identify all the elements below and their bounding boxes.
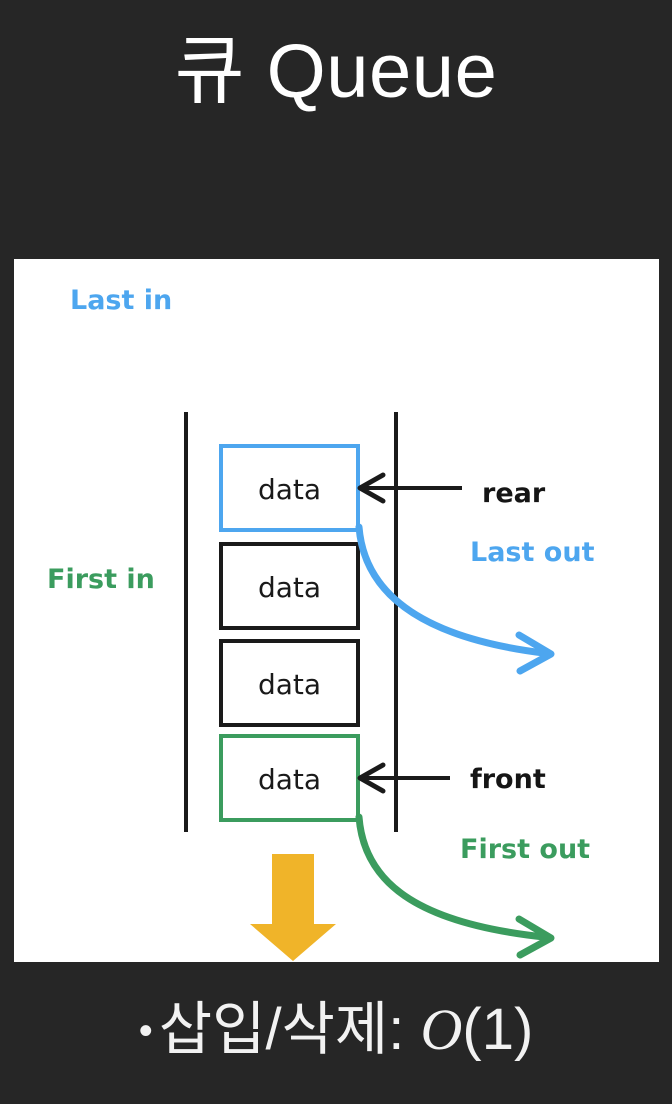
front-pointer-arrow bbox=[357, 762, 450, 794]
queue-node-label-4: data bbox=[257, 763, 322, 796]
queue-node-label-3: data bbox=[257, 668, 322, 701]
queue-node-box-4 bbox=[219, 734, 360, 822]
queue-diagram-svg bbox=[184, 412, 555, 961]
queue-node-box-3 bbox=[219, 639, 360, 727]
page-title: 큐 Queue bbox=[174, 29, 498, 114]
label-first-in: First in bbox=[47, 564, 155, 595]
label-last-in: Last in bbox=[70, 285, 173, 316]
label-front: front bbox=[470, 764, 546, 795]
enqueue-down-arrow bbox=[250, 854, 336, 961]
label-first-out: First out bbox=[460, 834, 591, 865]
caption-text: 삽입/삭제: bbox=[158, 997, 421, 1062]
label-last-out: Last out bbox=[470, 537, 595, 568]
queue-diagram-card: data data data data Last in First in rea… bbox=[14, 259, 659, 962]
queue-node-label-1: data bbox=[257, 473, 322, 506]
label-rear: rear bbox=[482, 478, 546, 509]
big-o-symbol: O bbox=[420, 997, 463, 1062]
rear-pointer-arrow bbox=[357, 472, 462, 504]
bullet-icon: • bbox=[138, 1009, 153, 1054]
last-out-curved-arrow bbox=[355, 523, 555, 675]
complexity-caption: •삽입/삭제: O(1) bbox=[0, 997, 672, 1062]
first-out-curved-arrow bbox=[355, 813, 555, 959]
queue-node-label-2: data bbox=[257, 571, 322, 604]
queue-node-box-2 bbox=[219, 542, 360, 630]
big-o-argument: (1) bbox=[462, 997, 534, 1062]
